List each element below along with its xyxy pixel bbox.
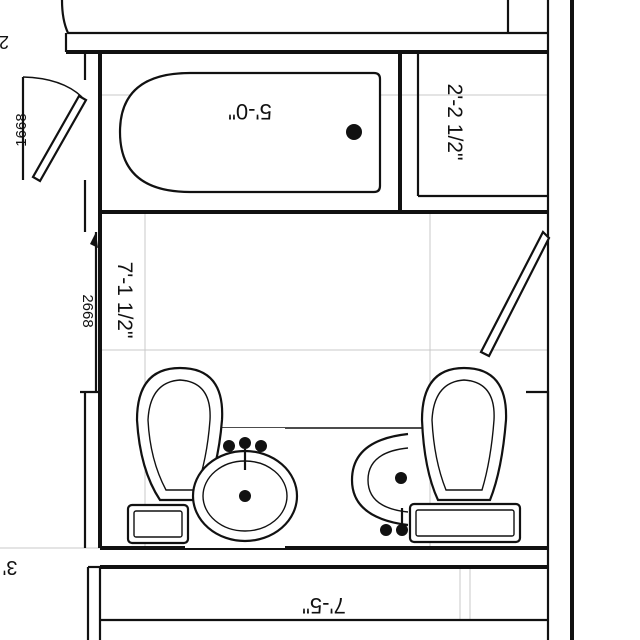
toilet-left (126, 366, 224, 545)
dim-lower-room: 7'-5" (302, 593, 346, 618)
faucet-knob-icon (255, 440, 267, 452)
wall-stub (526, 390, 550, 420)
faucet-knob-icon (239, 437, 251, 449)
bathtub (118, 71, 382, 194)
faucet-knob-icon (223, 440, 235, 452)
sink-right (350, 432, 409, 536)
side-door (90, 232, 98, 392)
closet-door (479, 230, 551, 358)
toilet-right (408, 366, 522, 544)
upper-door (21, 75, 88, 183)
faucet-knob-icon (396, 524, 408, 536)
tub-drain-icon (346, 124, 362, 140)
dim-tub-length: 5'-0" (228, 99, 272, 124)
dim-closet-depth: 2'-2 1/2" (443, 84, 466, 161)
sink-drain-icon (239, 490, 251, 502)
lower-room (86, 565, 548, 640)
dim-lower-left-cut: 3' (3, 556, 18, 578)
sink-left (191, 437, 299, 543)
dim-bath-width: 7'-1 1/2" (113, 262, 136, 339)
right-wall (546, 0, 574, 640)
upper-wall (60, 0, 548, 54)
label-upper-door: 1668 (13, 113, 30, 146)
sink-drain-icon (395, 472, 407, 484)
bathroom-walls (80, 52, 548, 550)
label-side-door: 2668 (79, 294, 96, 327)
dim-upper-left-cut: 2 (0, 32, 9, 52)
faucet-knob-icon (380, 524, 392, 536)
